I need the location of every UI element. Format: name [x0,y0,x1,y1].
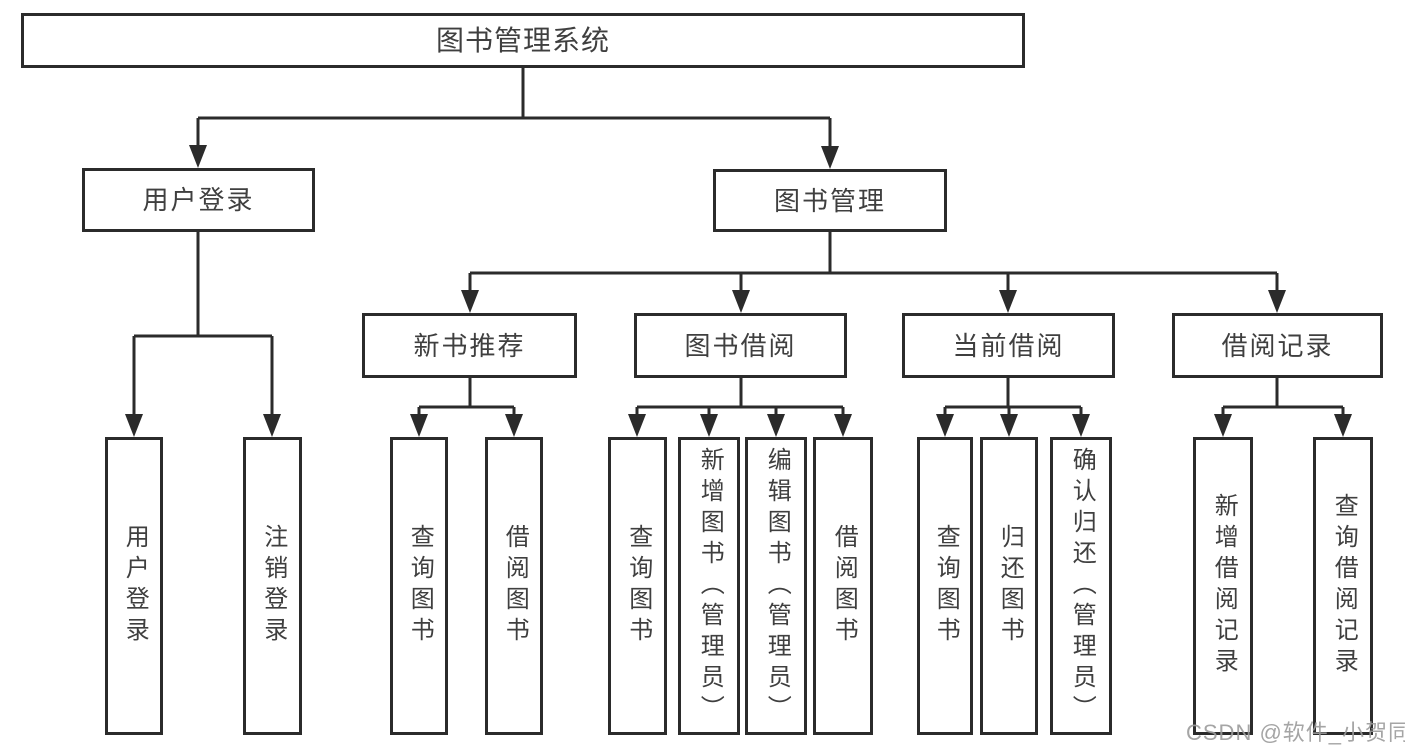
leaf-nb-query-books: 查询图书 [390,437,448,735]
leaf-bb-borrow-books: 借阅图书 [813,437,873,735]
node-user-login: 用户登录 [82,168,315,232]
node-book-borrowing: 图书借阅 [634,313,847,378]
node-root-label: 图书管理系统 [435,24,610,56]
leaf-cb-confirm-return-admin: 确认归还（管理员） [1050,437,1112,735]
leaf-br-query-record: 查询借阅记录 [1313,437,1373,735]
node-user-login-label: 用户登录 [142,185,255,215]
leaf-br-add-record: 新增借阅记录 [1193,437,1253,735]
leaf-nb-borrow-books: 借阅图书 [485,437,543,735]
leaf-cb-query-books-label: 查询图书 [932,524,960,648]
node-current-borrowing-label: 当前借阅 [952,330,1065,361]
node-borrowing-records: 借阅记录 [1172,313,1383,378]
leaf-bb-edit-books-admin-label: 编辑图书（管理员） [763,446,791,726]
arrowhead-icons [125,145,1352,437]
leaf-bb-query-books: 查询图书 [608,437,667,735]
leaf-user-login-label: 用户登录 [121,524,149,648]
leaf-nb-borrow-books-label: 借阅图书 [501,524,529,648]
node-book-management: 图书管理 [713,169,947,232]
leaf-bb-add-books-admin: 新增图书（管理员） [678,437,740,735]
node-current-borrowing: 当前借阅 [902,313,1115,378]
node-borrowing-records-label: 借阅记录 [1221,330,1334,361]
node-book-borrowing-label: 图书借阅 [684,330,797,361]
leaf-br-add-record-label: 新增借阅记录 [1210,493,1238,679]
leaf-cb-confirm-return-admin-label: 确认归还（管理员） [1068,446,1096,726]
leaf-logout: 注销登录 [243,437,302,735]
leaf-cb-query-books: 查询图书 [917,437,973,735]
node-root: 图书管理系统 [21,13,1025,68]
leaf-user-login: 用户登录 [105,437,163,735]
leaf-nb-query-books-label: 查询图书 [406,524,434,648]
node-new-book-recommend-label: 新书推荐 [413,330,526,361]
leaf-bb-edit-books-admin: 编辑图书（管理员） [745,437,807,735]
leaf-bb-borrow-books-label: 借阅图书 [830,524,858,648]
leaf-logout-label: 注销登录 [259,524,287,648]
leaf-bb-query-books-label: 查询图书 [624,524,652,648]
watermark: CSDN @软件_小贺同学 [1186,720,1405,745]
leaf-cb-return-books-label: 归还图书 [996,524,1024,648]
node-new-book-recommend: 新书推荐 [362,313,577,378]
leaf-cb-return-books: 归还图书 [980,437,1038,735]
leaf-bb-add-books-admin-label: 新增图书（管理员） [696,446,724,726]
node-book-management-label: 图书管理 [773,185,886,216]
leaf-br-query-record-label: 查询借阅记录 [1330,493,1358,679]
